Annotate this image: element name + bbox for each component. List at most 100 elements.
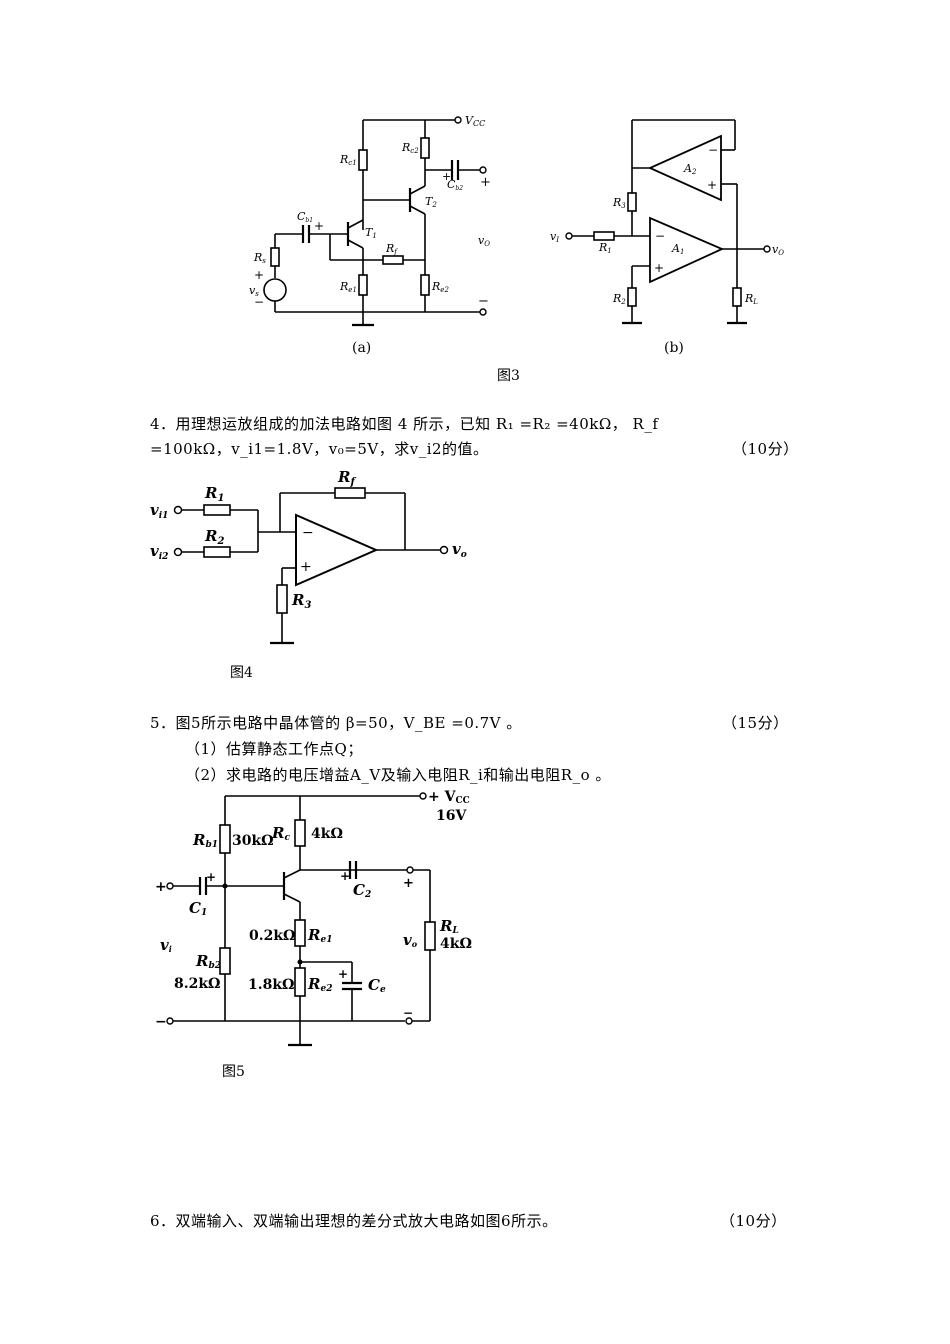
- r3-resistor: [276, 584, 288, 614]
- svg-text:+: +: [340, 869, 350, 883]
- svg-text:4kΩ: 4kΩ: [440, 936, 472, 952]
- svg-text:vO: vO: [772, 243, 784, 257]
- svg-text:R2: R2: [204, 527, 224, 547]
- svg-text:Rc2: Rc2: [401, 141, 419, 155]
- rb2-resistor: [219, 947, 231, 975]
- svg-text:+ VCC: + VCC: [428, 789, 470, 806]
- svg-text:Re2: Re2: [431, 280, 449, 294]
- svg-text:+: +: [338, 967, 348, 981]
- rf-resistor: [334, 487, 366, 499]
- svg-text:vO: vO: [478, 234, 490, 248]
- r1-resistor: [203, 504, 231, 516]
- figure-3-caption: 图3: [497, 368, 520, 384]
- svg-text:0.2kΩ: 0.2kΩ: [249, 928, 296, 944]
- svg-text:+: +: [206, 870, 216, 884]
- svg-text:Re1: Re1: [339, 280, 357, 294]
- svg-text:+: +: [654, 261, 664, 275]
- re1-resistor: [358, 274, 368, 296]
- r2-resistor: [627, 287, 637, 307]
- figure-3b-sublabel: (b): [664, 340, 684, 356]
- svg-text:1.8kΩ: 1.8kΩ: [248, 977, 295, 993]
- svg-text:30kΩ: 30kΩ: [232, 833, 274, 849]
- opamp-a1: [649, 216, 725, 284]
- svg-text:vI: vI: [550, 230, 559, 244]
- svg-text:−: −: [254, 295, 264, 309]
- figure-5-caption: 图5: [222, 1064, 245, 1080]
- svg-text:vi2: vi2: [150, 542, 168, 562]
- svg-text:Rs: Rs: [253, 251, 266, 265]
- svg-text:−: −: [155, 1014, 167, 1030]
- svg-text:vi1: vi1: [150, 501, 168, 521]
- svg-text:+: +: [314, 219, 324, 233]
- svg-text:Rc: Rc: [271, 824, 290, 843]
- svg-text:−: −: [708, 143, 718, 157]
- opamp-a2: [647, 134, 722, 202]
- figure-3b-circuit: A2 − + R3 vI R1 A1 − + vO R2: [550, 119, 784, 325]
- svg-text:T2: T2: [425, 195, 437, 209]
- re1-resistor: [294, 919, 306, 947]
- svg-text:Re2: Re2: [307, 975, 332, 994]
- svg-text:+: +: [300, 559, 312, 575]
- svg-text:+: +: [707, 178, 717, 192]
- q5-text-line1: 5．图5所示电路中晶体管的 β=50，V_BE =0.7V 。: [150, 714, 522, 732]
- q4-score: （10分）: [732, 440, 799, 458]
- svg-text:vo: vo: [403, 931, 418, 949]
- svg-text:Rb1: Rb1: [192, 831, 218, 850]
- svg-text:vs: vs: [249, 284, 259, 298]
- svg-text:A2: A2: [683, 162, 697, 176]
- rc1-resistor: [358, 149, 368, 171]
- q4-text-line2: =100kΩ，v_i1=1.8V，v₀=5V，求v_i2的值。: [150, 440, 489, 458]
- svg-text:−: −: [655, 229, 665, 243]
- rb1-resistor: [219, 824, 231, 854]
- opamp: [295, 513, 379, 587]
- svg-text:Cb2: Cb2: [447, 178, 463, 192]
- svg-text:vo: vo: [452, 540, 467, 560]
- svg-text:8.2kΩ: 8.2kΩ: [174, 976, 221, 992]
- q6-text-line1: 6．双端输入、双端输出理想的差分式放大电路如图6所示。: [150, 1212, 558, 1230]
- vcc-label: VCC: [465, 114, 485, 128]
- svg-text:Rf: Rf: [385, 242, 398, 256]
- svg-text:A1: A1: [671, 242, 684, 256]
- svg-text:R3: R3: [612, 196, 626, 210]
- svg-text:C2: C2: [353, 881, 371, 900]
- svg-text:−: −: [403, 1006, 413, 1020]
- figure-3a-circuit: VCC Rc1 Rc2 Cb2 + + T2 T1: [249, 114, 491, 327]
- q5-score: （15分）: [722, 714, 789, 732]
- svg-text:+: +: [254, 268, 264, 282]
- svg-text:Rf: Rf: [337, 468, 356, 488]
- svg-text:Re1: Re1: [307, 926, 332, 945]
- q5-sub2: （2）求电路的电压增益A_V及输入电阻R_i和输出电阻R_o 。: [185, 766, 611, 784]
- re2-resistor: [294, 967, 306, 997]
- figure-5-circuit: + VCC 16V Rb1 30kΩ Rc 4kΩ + + C1 + C2: [155, 789, 472, 1047]
- figure-3a-sublabel: (a): [352, 340, 372, 356]
- svg-text:Rb2: Rb2: [195, 952, 221, 971]
- figure-4-circuit: vi1 R1 vi2 R2 Rf − + vo R3: [150, 468, 467, 645]
- r3-resistor: [627, 192, 637, 212]
- rf-resistor: [382, 255, 404, 265]
- svg-text:Rc1: Rc1: [339, 153, 357, 167]
- svg-text:−: −: [478, 294, 489, 309]
- svg-text:+: +: [480, 175, 491, 190]
- svg-text:16V: 16V: [436, 808, 467, 824]
- q6-score: （10分）: [720, 1212, 787, 1230]
- rl-resistor: [732, 287, 742, 307]
- figure-4-caption: 图4: [230, 665, 253, 681]
- svg-text:RL: RL: [744, 292, 758, 306]
- svg-text:+: +: [155, 879, 167, 895]
- svg-text:−: −: [302, 525, 314, 541]
- svg-text:4kΩ: 4kΩ: [311, 826, 343, 842]
- q5-sub1: （1）估算静态工作点Q；: [185, 740, 363, 758]
- svg-text:RL: RL: [439, 917, 459, 936]
- r1-resistor: [593, 231, 615, 241]
- r2-resistor: [203, 546, 231, 558]
- rs-resistor: [270, 247, 280, 267]
- svg-text:vi: vi: [160, 936, 172, 954]
- re2-resistor: [420, 274, 430, 296]
- svg-text:R1: R1: [598, 241, 612, 255]
- svg-text:R3: R3: [291, 591, 311, 611]
- svg-text:Ce: Ce: [368, 976, 386, 995]
- svg-text:+: +: [403, 876, 414, 891]
- vs-source: [263, 278, 287, 302]
- svg-text:C1: C1: [189, 899, 207, 918]
- svg-text:R1: R1: [204, 484, 224, 504]
